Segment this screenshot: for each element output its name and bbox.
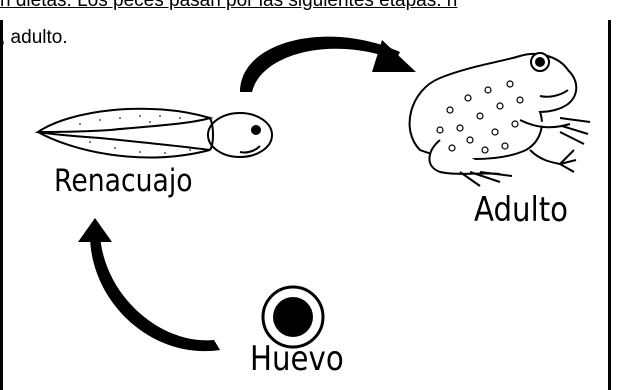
- tadpole-illustration: [38, 109, 272, 158]
- tadpole-label: Renacuajo: [54, 163, 193, 199]
- frog-illustration: [410, 53, 590, 186]
- arrow-tadpole-to-adult: [240, 37, 416, 92]
- egg-illustration: [263, 287, 323, 347]
- egg-label: Huevo: [250, 339, 344, 379]
- arrow-egg-to-tadpole: [78, 218, 220, 351]
- adult-label: Adulto: [474, 190, 568, 230]
